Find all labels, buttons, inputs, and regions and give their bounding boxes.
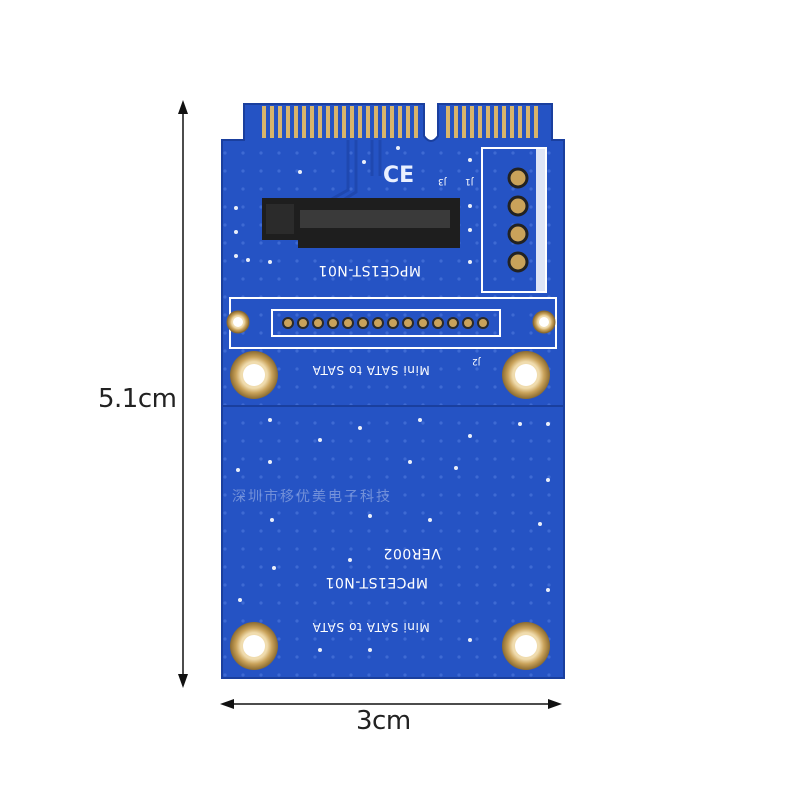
silk-version: VER002 <box>383 545 441 561</box>
vias <box>234 146 550 652</box>
mounting-hole-icon <box>230 351 278 399</box>
silk-subtitle-bottom: Mini SATA to SATA <box>312 620 430 634</box>
mounting-hole-icon <box>502 622 550 670</box>
width-dimension-line <box>220 699 562 709</box>
sata-connector-icon <box>262 198 460 248</box>
silk-label-j3: J3 <box>438 176 447 186</box>
silk-subtitle-top: Mini SATA to SATA <box>312 363 430 377</box>
pin-header-row <box>271 309 501 337</box>
gold-finger-icon <box>262 106 538 138</box>
height-dimension-line <box>178 100 188 688</box>
silk-model-bottom: MPCE1ST-N01 <box>325 574 429 590</box>
silk-model-top: MPCE1ST-N01 <box>318 262 422 278</box>
mounting-hole-icon <box>502 351 550 399</box>
silk-label-j1: J1 <box>465 176 474 186</box>
silk-label-j2: J2 <box>472 356 481 366</box>
width-label: 3cm <box>356 706 411 736</box>
ce-mark-icon: CE <box>383 163 415 188</box>
watermark-text: 深圳市移优美电子科技 <box>232 489 392 505</box>
mounting-hole-icon <box>230 622 278 670</box>
height-label: 5.1cm <box>98 384 177 414</box>
power-header <box>481 147 547 293</box>
